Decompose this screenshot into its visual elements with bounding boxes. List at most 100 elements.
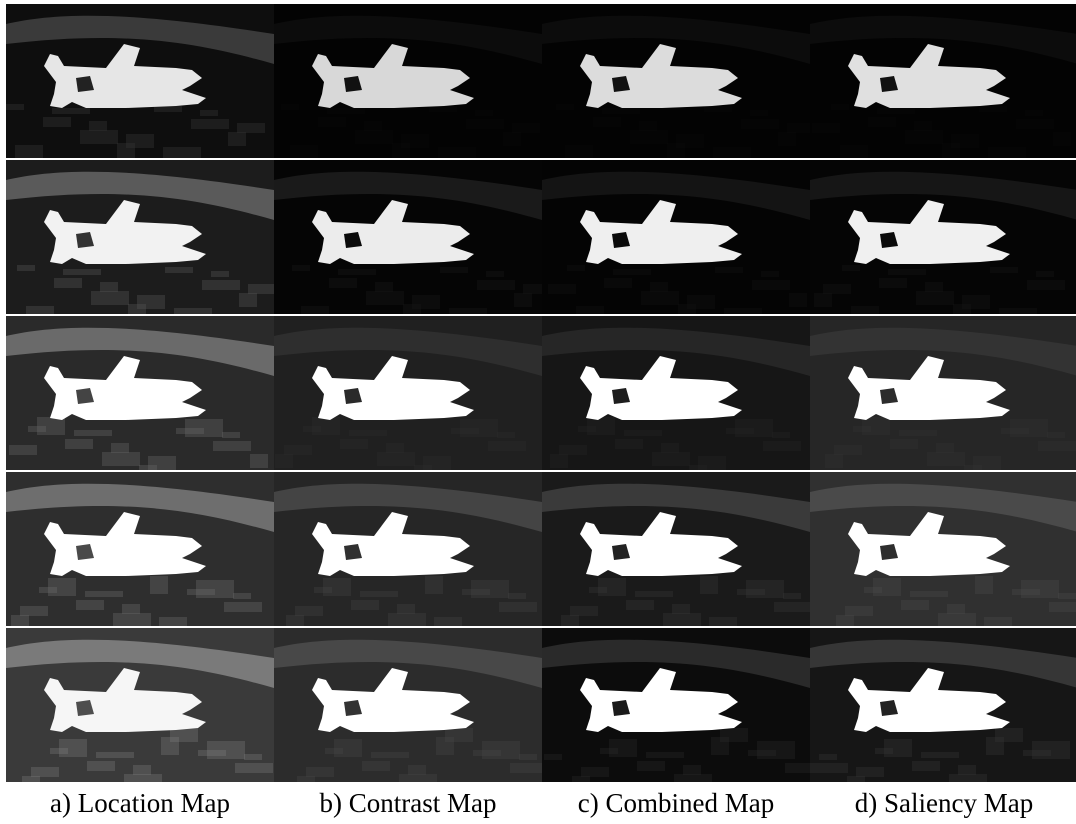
- texture-block: [237, 123, 265, 133]
- texture-block: [329, 278, 357, 288]
- texture-block: [938, 613, 976, 626]
- texture-block: [726, 428, 754, 434]
- texture-block: [879, 278, 907, 288]
- texture-block: [9, 445, 37, 455]
- texture-block: [581, 767, 609, 777]
- texture-block: [408, 765, 426, 775]
- texture-block: [746, 580, 784, 598]
- background-streak: [542, 171, 810, 220]
- texture-block: [1053, 132, 1071, 146]
- texture-block: [774, 602, 810, 612]
- texture-block: [851, 306, 879, 314]
- aircraft-dark-region: [612, 700, 630, 716]
- texture-block: [425, 576, 443, 594]
- texture-block: [295, 606, 323, 616]
- texture-block: [26, 306, 54, 314]
- background-streak: [810, 639, 1076, 688]
- aircraft-dark-region: [76, 544, 94, 560]
- texture-block: [646, 752, 684, 758]
- texture-block: [711, 737, 729, 755]
- texture-block: [834, 445, 862, 455]
- texture-block: [76, 600, 104, 610]
- texture-block: [1049, 602, 1076, 612]
- texture-block: [556, 104, 574, 110]
- texture-block: [1047, 432, 1065, 438]
- texture-block: [519, 754, 537, 760]
- texture-block: [810, 763, 848, 773]
- texture-block: [462, 589, 490, 595]
- texture-block: [735, 419, 773, 437]
- texture-block: [609, 739, 637, 757]
- texture-block: [831, 104, 849, 110]
- aircraft-silhouette: [312, 200, 474, 264]
- texture-block: [868, 117, 896, 127]
- texture-block: [864, 587, 882, 593]
- texture-block: [403, 304, 421, 314]
- texture-block: [113, 613, 151, 626]
- texture-block: [1001, 428, 1029, 434]
- map-image: [274, 628, 542, 782]
- panel-contrast-map-row1: [274, 4, 542, 158]
- background-streak: [274, 15, 542, 64]
- texture-block: [1025, 110, 1043, 116]
- texture-block: [248, 284, 274, 294]
- texture-block: [290, 145, 318, 158]
- map-image: [542, 160, 810, 314]
- panel-location-map-row2: [6, 160, 274, 314]
- texture-block: [598, 578, 626, 596]
- texture-block: [748, 750, 776, 756]
- panel-combined-map-row4: [542, 472, 810, 626]
- texture-block: [715, 267, 743, 273]
- texture-block: [916, 291, 954, 305]
- texture-block: [91, 291, 129, 305]
- texture-block: [576, 306, 604, 314]
- texture-block: [958, 765, 976, 775]
- texture-block: [635, 591, 673, 597]
- texture-block: [198, 750, 226, 756]
- background-streak: [6, 171, 274, 220]
- texture-block: [1038, 441, 1076, 451]
- texture-block: [650, 282, 668, 292]
- texture-block: [847, 776, 865, 782]
- texture-block: [228, 132, 246, 146]
- texture-block: [471, 580, 509, 598]
- texture-block: [683, 765, 701, 775]
- texture-block: [720, 728, 748, 742]
- texture-block: [312, 417, 340, 435]
- background-streak: [810, 483, 1076, 532]
- texture-block: [414, 465, 432, 470]
- map-image: [6, 4, 274, 158]
- texture-block: [1032, 741, 1070, 759]
- background-streak: [274, 327, 542, 376]
- texture-block: [604, 278, 632, 288]
- panel-combined-map-row1: [542, 4, 810, 158]
- texture-block: [235, 763, 273, 773]
- texture-block: [281, 104, 299, 110]
- texture-block: [375, 282, 393, 292]
- aircraft-silhouette: [44, 44, 206, 108]
- texture-block: [161, 737, 179, 755]
- texture-block: [475, 110, 493, 116]
- texture-block: [122, 604, 140, 614]
- texture-block: [778, 132, 796, 146]
- texture-block: [174, 308, 212, 314]
- aircraft-silhouette: [848, 44, 1010, 108]
- texture-block: [652, 452, 690, 466]
- texture-block: [52, 108, 90, 114]
- panel-combined-map-row3: [542, 316, 810, 470]
- panel-saliency-map-row2: [810, 160, 1076, 314]
- background-streak: [274, 639, 542, 688]
- texture-block: [286, 615, 304, 626]
- texture-block: [567, 265, 585, 271]
- texture-block: [233, 593, 251, 599]
- texture-block: [639, 121, 657, 131]
- background-streak: [6, 15, 274, 64]
- saliency-figure-grid: [6, 4, 1076, 782]
- caption-saliency-map: d) Saliency Map: [854, 788, 1034, 818]
- texture-block: [306, 767, 334, 777]
- texture-block: [187, 589, 215, 595]
- texture-block: [587, 417, 615, 435]
- texture-block: [362, 761, 390, 771]
- aircraft-silhouette: [580, 44, 742, 108]
- texture-block: [386, 443, 404, 453]
